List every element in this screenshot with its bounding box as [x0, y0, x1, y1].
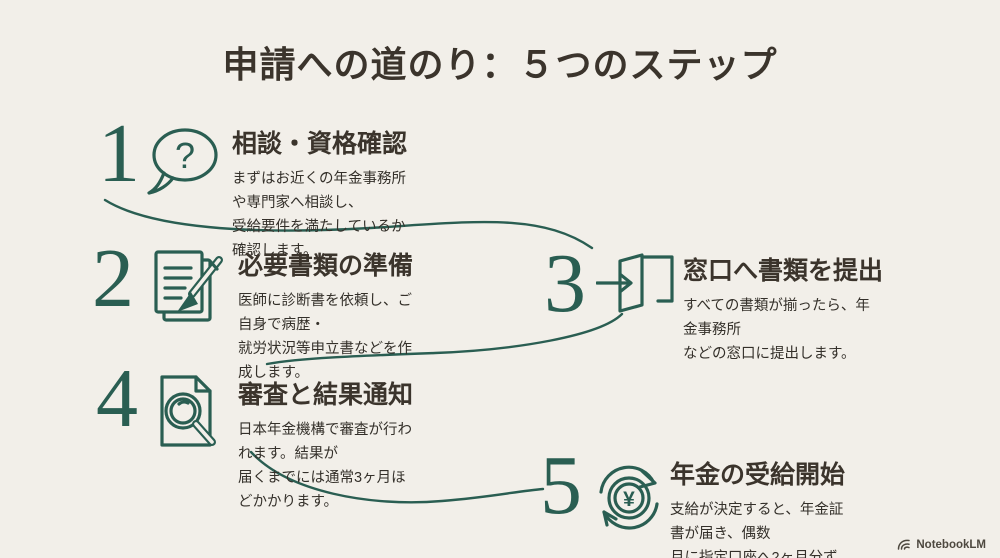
step-3-title: 窓口へ書類を提出 [683, 257, 884, 285]
document-magnifier-icon [158, 373, 222, 451]
documents-pen-icon [150, 248, 230, 330]
step-2-description: 医師に診断書を依頼し、ご自身で病歴・ 就労状況等申立書などを作成します。 [238, 293, 412, 381]
step-3-number: 3 [544, 237, 586, 330]
speech-bubble-question-icon: ? [146, 127, 220, 201]
step-4-title: 審査と結果通知 [238, 381, 414, 409]
page-title: 申請への道のり：５つのステップ [222, 44, 778, 85]
step-5-title: 年金の受給開始 [670, 461, 846, 489]
step-1-description: まずはお近くの年金事務所や専門家へ相談し、 受給要件を満たしているか確認します。 [232, 171, 406, 259]
step-5-description: 支給が決定すると、年金証書が届き、偶数 月に指定口座へ2ヶ月分ずつ振り込まれます… [670, 502, 844, 558]
svg-text:?: ? [175, 135, 195, 176]
notebooklm-brand: NotebookLM [897, 538, 986, 551]
step-1-number: 1 [98, 107, 140, 200]
yen-refresh-icon: ¥ [592, 457, 668, 537]
step-4-number: 4 [96, 352, 138, 445]
step-1-title: 相談・資格確認 [232, 130, 408, 158]
door-arrow-icon [596, 251, 678, 315]
step-2-title: 必要書類の準備 [238, 252, 414, 280]
notebooklm-label: NotebookLM [916, 538, 986, 551]
step-2-number: 2 [92, 232, 134, 325]
svg-text:¥: ¥ [623, 488, 635, 511]
step-5-number: 5 [540, 439, 582, 532]
step-3-description: すべての書類が揃ったら、年金事務所 などの窓口に提出します。 [683, 298, 870, 362]
step-4-description: 日本年金機構で審査が行われます。結果が 届くまでには通常3ヶ月ほどかかります。 [238, 422, 412, 510]
notebooklm-icon [898, 539, 911, 550]
